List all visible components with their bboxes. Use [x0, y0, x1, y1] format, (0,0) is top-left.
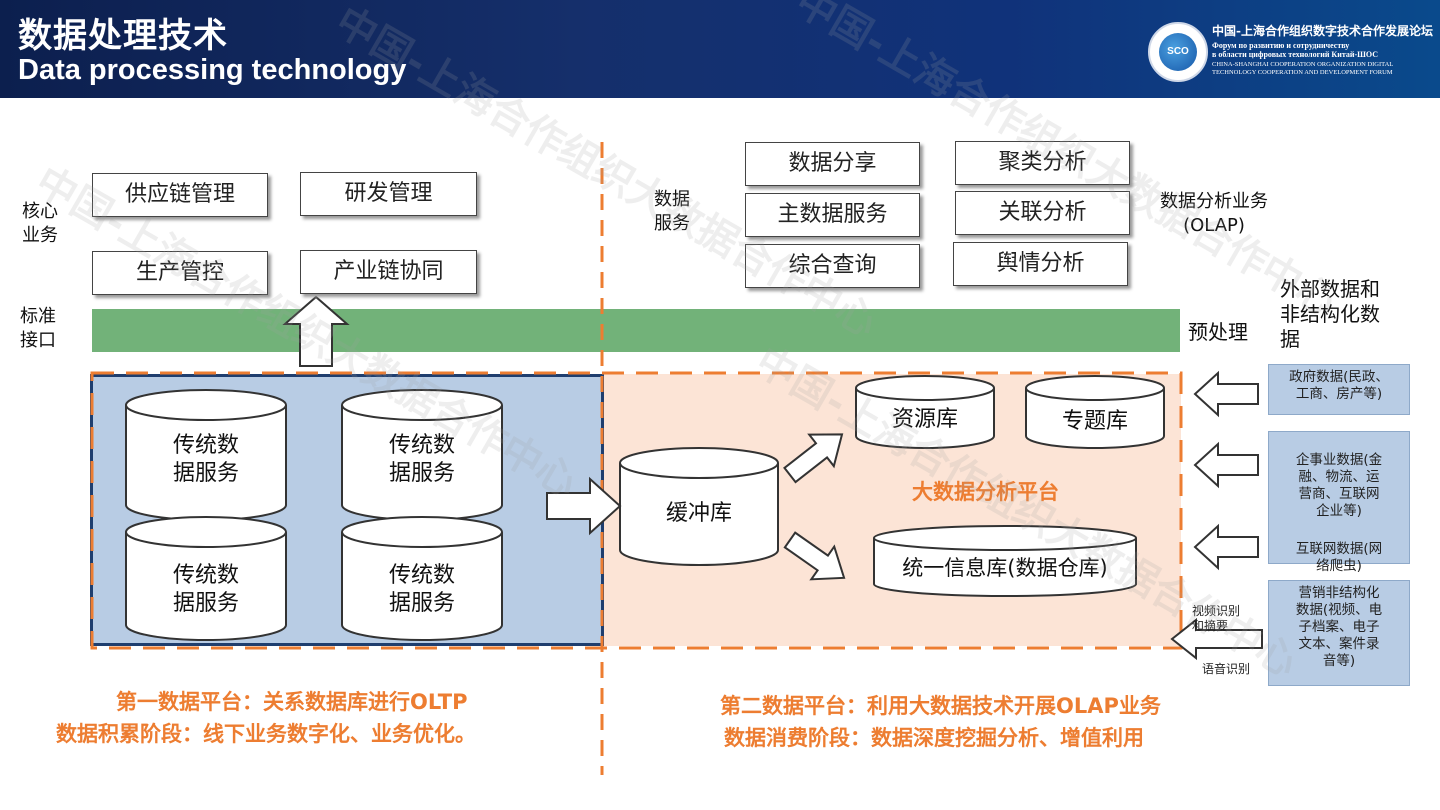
forum-name-en: CHINA-SHANGHAI COOPERATION ORGANIZATION …	[1212, 61, 1393, 77]
data-share-box: 数据分享	[745, 142, 920, 186]
standard-interface-bar	[92, 309, 1180, 352]
external-source-box: 营销非结构化 数据(视频、电 子档案、电子 文本、案件录 音等)	[1268, 580, 1410, 686]
forum-logo-icon: SCO	[1148, 22, 1208, 82]
buffer-db-cylinder	[619, 447, 779, 566]
preprocess-label: 预处理	[1188, 320, 1248, 344]
page-title: 数据处理技术	[18, 16, 228, 56]
logo-text: SCO	[1159, 33, 1197, 71]
warehouse-label: 统一信息库(数据仓库)	[902, 556, 1108, 580]
standard-interface-text: 标准 接口	[20, 306, 56, 351]
buffer-label: 缓冲库	[665, 501, 732, 526]
header-banner: 数据处理技术 Data processing technology SCO 中国…	[0, 0, 1440, 98]
forum-ru-line-1: Форум по развитию и сотрудничеству	[1212, 41, 1350, 50]
left-arrow-icon	[1193, 441, 1259, 489]
external-data-label: 外部数据和 非结构化数 据	[1280, 277, 1380, 351]
left-caption-line-1: 第一数据平台：关系数据库进行OLTP	[116, 690, 468, 714]
topic-db-cylinder	[1025, 375, 1165, 449]
right-caption-line-2: 数据消费阶段：数据深度挖掘分析、增值利用	[724, 726, 1144, 750]
master-data-box: 主数据服务	[745, 193, 920, 237]
traditional-db-label: 传统数 据服务	[172, 433, 239, 486]
up-arrow-icon	[282, 295, 350, 367]
platform-dashed-border	[90, 371, 1183, 650]
external-source-box: 政府数据(民政、 工商、房产等)	[1268, 364, 1410, 415]
traditional-db-cylinder	[341, 389, 503, 521]
left-arrow-icon	[1193, 523, 1259, 571]
industry-chain-box: 产业链协同	[300, 250, 477, 294]
cluster-analysis-box: 聚类分析	[955, 141, 1130, 185]
core-business-label: 核心 业务	[22, 200, 58, 248]
page-subtitle: Data processing technology	[18, 54, 407, 86]
query-box: 综合查询	[745, 244, 920, 288]
resource-db-cylinder	[855, 375, 995, 449]
topic-label: 专题库	[1061, 409, 1128, 434]
forum-ru-line-2: в области цифровых технологий Китай-ШОС	[1212, 50, 1379, 59]
production-control-box: 生产管控	[92, 251, 268, 295]
diag-arrow-down-icon	[783, 531, 846, 581]
platform-title: 大数据分析平台	[912, 480, 1059, 504]
left-caption-line-2: 数据积累阶段：线下业务数字化、业务优化。	[56, 722, 476, 746]
external-source-box: 企事业数据(金 融、物流、运 营商、互联网 企业等) 互联网数据(网 络爬虫)	[1268, 431, 1410, 574]
forum-en-line-1: CHINA-SHANGHAI COOPERATION ORGANIZATION …	[1212, 61, 1394, 68]
right-caption-line-1: 第二数据平台：利用大数据技术开展OLAP业务	[720, 694, 1161, 718]
left-arrow-icon	[1170, 617, 1263, 661]
enterprise-data-text: 企事业数据(金 融、物流、运 营商、互联网 企业等)	[1295, 452, 1383, 519]
forum-name-cn: 中国-上海合作组织数字技术合作发展论坛	[1212, 24, 1433, 38]
right-arrow-icon	[546, 476, 622, 536]
data-service-label: 数据 服务	[654, 189, 690, 234]
core-business-text: 核心 业务	[22, 201, 58, 246]
standard-interface-label: 标准 接口	[20, 305, 56, 353]
video-recognition-label: 视频识别 和摘要	[1192, 604, 1241, 633]
warehouse-db-cylinder	[873, 525, 1137, 597]
diag-arrow-up-icon	[783, 433, 844, 484]
traditional-db-label: 传统数 据服务	[388, 563, 455, 616]
internet-data-text: 互联网数据(网 络爬虫)	[1295, 541, 1383, 574]
traditional-db-cylinder	[125, 516, 287, 641]
traditional-db-label: 传统数 据服务	[172, 563, 239, 616]
resource-label: 资源库	[891, 407, 958, 432]
supply-chain-box: 供应链管理	[92, 173, 268, 217]
traditional-db-cylinder	[341, 516, 503, 641]
speech-recognition-label: 语音识别	[1202, 662, 1251, 676]
forum-name-ru: Форум по развитию и сотрудничеству в обл…	[1212, 41, 1378, 59]
left-arrow-icon	[1193, 370, 1259, 418]
traditional-db-label: 传统数 据服务	[388, 433, 455, 486]
traditional-db-cylinder	[125, 389, 287, 521]
sentiment-analysis-box: 舆情分析	[953, 242, 1128, 286]
olap-label: 数据分析业务 (OLAP)	[1160, 191, 1268, 236]
forum-en-line-2: TECHNOLOGY COOPERATION AND DEVELOPMENT F…	[1212, 69, 1393, 76]
association-analysis-box: 关联分析	[955, 191, 1130, 235]
rnd-management-box: 研发管理	[300, 172, 477, 216]
